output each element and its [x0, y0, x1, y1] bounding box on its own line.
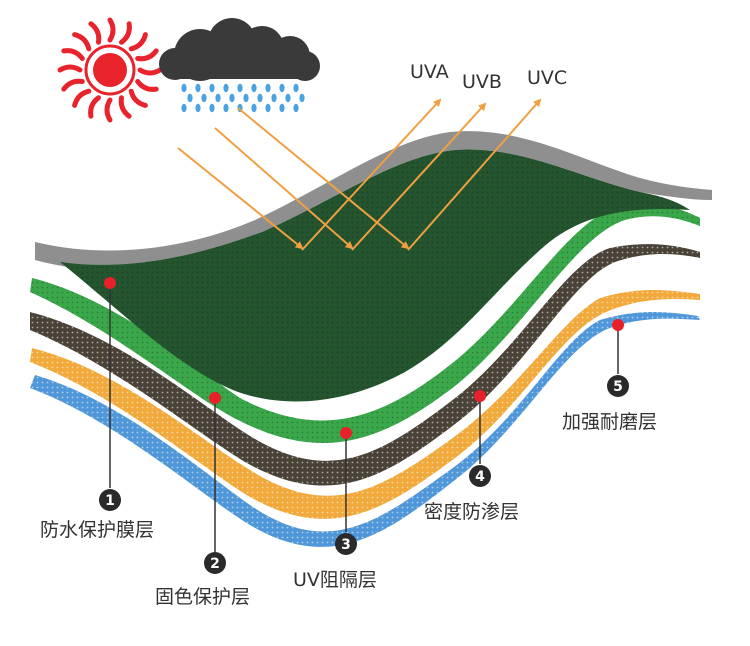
number-badge-1	[99, 489, 121, 511]
sun-ray	[57, 64, 83, 73]
raindrop	[279, 83, 285, 93]
callout-marker-2	[209, 392, 221, 404]
raindrop	[257, 93, 263, 103]
sun-ray	[118, 95, 132, 119]
raindrop	[251, 103, 257, 113]
sun-ray	[119, 21, 132, 45]
sun-core	[93, 53, 127, 87]
layer-dark-green-texture	[60, 149, 690, 402]
raindrop	[271, 93, 277, 103]
raindrop	[265, 103, 271, 113]
raindrop	[195, 103, 201, 113]
sun-icon	[57, 17, 163, 123]
sun-ray	[135, 48, 159, 62]
number-badge-2	[204, 552, 226, 574]
raindrop	[279, 103, 285, 113]
layer-label-5: 加强耐磨层	[562, 411, 657, 433]
callout-marker-4	[474, 390, 486, 402]
raindrop	[293, 103, 299, 113]
raindrop	[195, 83, 201, 93]
number-badge-2-text: 2	[210, 556, 220, 572]
ray-arrows	[177, 98, 542, 251]
sun-ray	[61, 78, 85, 92]
raindrop	[215, 93, 221, 103]
raindrop	[299, 93, 305, 103]
callout-marker-5	[612, 319, 624, 331]
ray-label-uvc: UVC	[527, 67, 567, 89]
number-badge-1-text: 1	[105, 493, 115, 509]
sun-ray	[61, 48, 85, 61]
callout-marker-1	[104, 277, 116, 289]
raindrop	[223, 103, 229, 113]
raindrop	[223, 83, 229, 93]
layer-label-1: 防水保护膜层	[40, 519, 154, 541]
ray-label-uva: UVA	[410, 61, 449, 83]
raindrop	[181, 103, 187, 113]
cloud-base	[170, 55, 318, 79]
ray-incoming-2	[214, 127, 354, 250]
raindrop	[209, 103, 215, 113]
sun-ray	[72, 88, 92, 108]
raindrop	[265, 83, 271, 93]
raindrop	[293, 83, 299, 93]
ray-reflect-uvc	[407, 98, 542, 251]
sun-ray	[128, 32, 148, 52]
callout-marker-3	[340, 427, 352, 439]
sun-ring	[84, 44, 136, 96]
raindrop	[201, 93, 207, 103]
layer-brown-texture	[30, 244, 700, 486]
sun-ray	[72, 32, 92, 52]
layer-blue-texture	[30, 312, 700, 547]
ray-label-uvb: UVB	[462, 71, 502, 93]
rain-cloud-icon	[159, 18, 320, 113]
sun-ray	[88, 95, 101, 119]
number-badge-4-text: 4	[475, 469, 485, 485]
raindrop	[187, 93, 193, 103]
sun-ray	[128, 88, 148, 108]
raindrop	[251, 83, 257, 93]
sun-ray	[137, 67, 163, 76]
sun-ray	[107, 17, 116, 43]
ray-reflect-uvb	[351, 102, 487, 251]
raindrop	[285, 93, 291, 103]
raindrop	[243, 93, 249, 103]
raindrop	[209, 83, 215, 93]
layer-green-texture	[30, 203, 700, 443]
sun-ray	[104, 97, 113, 123]
number-badge-4	[469, 465, 491, 487]
number-badge-3	[335, 533, 357, 555]
raindrop	[229, 93, 235, 103]
ray-incoming-3	[237, 107, 410, 250]
layer-stack	[30, 131, 712, 547]
raindrop	[237, 83, 243, 93]
sun-ray	[88, 21, 102, 45]
raindrop	[181, 83, 187, 93]
layer-gray	[35, 131, 712, 270]
ray-incoming-1	[177, 147, 304, 250]
layer-label-3: UV阻隔层	[293, 569, 377, 591]
callouts: 1 防水保护膜层 2 固色保护层 3 UV阻隔层 4 密度防渗层 5 加强耐磨层	[40, 277, 657, 608]
number-badge-5	[607, 375, 629, 397]
ray-reflect-uva	[301, 98, 442, 251]
sun-ray	[135, 79, 159, 92]
layer-label-2: 固色保护层	[155, 586, 250, 608]
layer-label-4: 密度防渗层	[424, 501, 519, 523]
number-badge-5-text: 5	[613, 379, 623, 395]
number-badge-3-text: 3	[341, 537, 351, 553]
